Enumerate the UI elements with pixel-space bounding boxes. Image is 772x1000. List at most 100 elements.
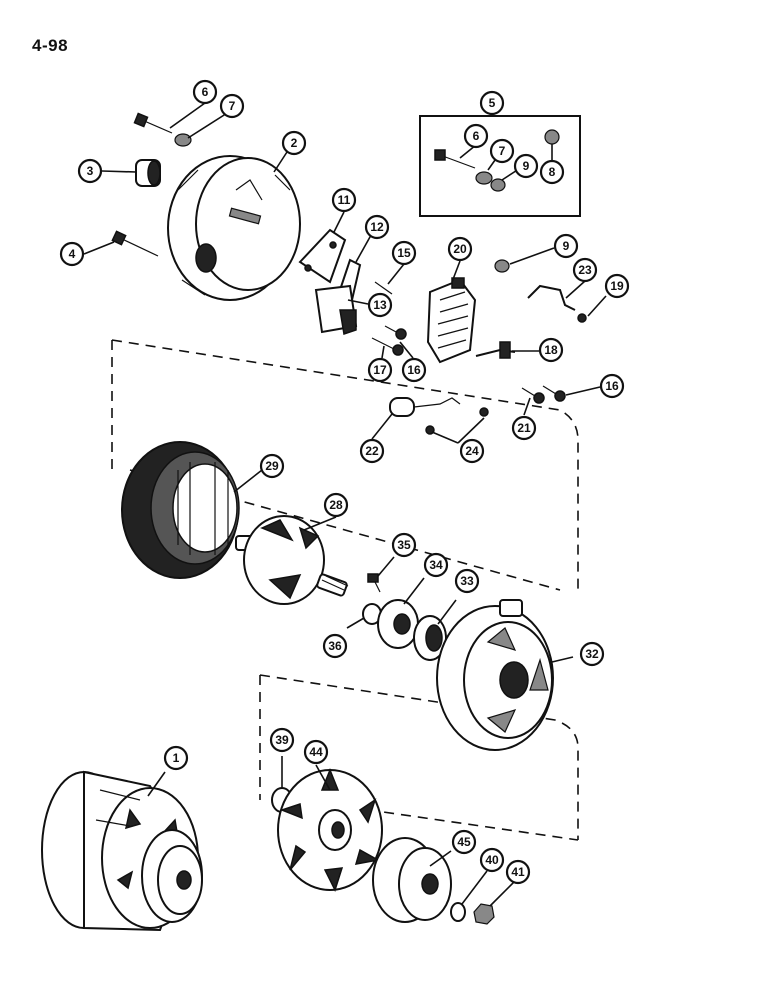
stator-part-29 <box>121 441 240 579</box>
callout-3: 3 <box>77 158 103 184</box>
dashed-group-upper <box>111 339 579 590</box>
kit-bolt-6 <box>434 149 476 169</box>
svg-text:41: 41 <box>511 865 525 879</box>
callout-9-right: 9 <box>553 233 579 259</box>
callout-9-kit: 9 <box>513 153 539 179</box>
callout-34: 34 <box>423 552 449 578</box>
callout-6-top: 6 <box>192 79 218 105</box>
bearing-part-33 <box>413 615 447 661</box>
svg-text:3: 3 <box>87 164 94 178</box>
washer-part-7 <box>174 133 192 147</box>
svg-text:22: 22 <box>365 444 379 458</box>
svg-text:18: 18 <box>544 343 558 357</box>
callout-33: 33 <box>454 568 480 594</box>
svg-text:17: 17 <box>373 363 387 377</box>
rear-housing-part-2 <box>167 155 301 301</box>
svg-text:7: 7 <box>229 99 236 113</box>
svg-text:2: 2 <box>291 136 298 150</box>
svg-text:15: 15 <box>397 246 411 260</box>
screw-part-17 <box>371 337 404 356</box>
callout-22: 22 <box>359 438 385 464</box>
callout-23: 23 <box>572 257 598 283</box>
svg-text:23: 23 <box>578 263 592 277</box>
svg-text:34: 34 <box>429 558 443 572</box>
nut-part-9 <box>494 259 510 273</box>
svg-text:44: 44 <box>309 745 323 759</box>
callout-41: 41 <box>505 859 531 885</box>
svg-text:45: 45 <box>457 835 471 849</box>
svg-text:29: 29 <box>265 459 279 473</box>
callout-4: 4 <box>59 241 85 267</box>
screw-part-15 <box>374 281 393 295</box>
svg-text:16: 16 <box>407 363 421 377</box>
svg-text:16: 16 <box>605 379 619 393</box>
callout-32: 32 <box>579 641 605 667</box>
rotor-part-28 <box>235 515 349 605</box>
pulley-part-45 <box>372 837 452 923</box>
callout-24: 24 <box>459 438 485 464</box>
svg-text:8: 8 <box>549 165 556 179</box>
through-bolt-part-4 <box>111 230 159 257</box>
svg-text:35: 35 <box>397 538 411 552</box>
svg-text:21: 21 <box>517 421 531 435</box>
svg-text:12: 12 <box>370 220 384 234</box>
callout-5: 5 <box>479 90 505 116</box>
callout-17: 17 <box>367 357 393 383</box>
callout-18: 18 <box>538 337 564 363</box>
screw-part-16-upper <box>384 325 407 340</box>
callout-40: 40 <box>479 847 505 873</box>
svg-text:5: 5 <box>489 96 496 110</box>
dashed-group-lower <box>259 674 579 841</box>
brush-holder-part-11 <box>298 228 347 284</box>
bolt-part-6 <box>133 112 173 134</box>
callout-16-upper: 16 <box>401 357 427 383</box>
svg-text:1: 1 <box>173 751 180 765</box>
screw-part-35 <box>367 573 381 593</box>
svg-text:6: 6 <box>202 85 209 99</box>
callout-7-kit: 7 <box>489 138 515 164</box>
kit-washer-7 <box>475 171 493 185</box>
svg-text:33: 33 <box>460 574 474 588</box>
resistor-part-18 <box>475 341 516 359</box>
callout-44: 44 <box>303 739 329 765</box>
kit-box <box>419 115 581 217</box>
callout-12: 12 <box>364 214 390 240</box>
alternator-assembly-part-1 <box>41 770 203 932</box>
nut-part-41 <box>473 903 495 925</box>
callout-36: 36 <box>322 633 348 659</box>
callout-28: 28 <box>323 492 349 518</box>
callout-7-top: 7 <box>219 93 245 119</box>
svg-text:19: 19 <box>610 279 624 293</box>
retainer-plate-part-34 <box>377 599 419 649</box>
svg-text:13: 13 <box>373 298 387 312</box>
fan-part-44 <box>277 767 383 892</box>
svg-text:20: 20 <box>453 242 467 256</box>
svg-text:7: 7 <box>499 144 506 158</box>
callout-16-lower: 16 <box>599 373 625 399</box>
washer-part-40 <box>450 902 466 922</box>
svg-text:40: 40 <box>485 853 499 867</box>
callout-45: 45 <box>451 829 477 855</box>
svg-text:39: 39 <box>275 733 289 747</box>
svg-text:9: 9 <box>563 239 570 253</box>
page-number: 4-98 <box>32 36 69 55</box>
callout-19: 19 <box>604 273 630 299</box>
svg-text:6: 6 <box>473 129 480 143</box>
callout-1: 1 <box>163 745 189 771</box>
callout-6-kit: 6 <box>463 123 489 149</box>
callout-2: 2 <box>281 130 307 156</box>
capacitor-part-22 <box>389 397 461 417</box>
callout-15: 15 <box>391 240 417 266</box>
rectifier-part-20 <box>426 277 477 364</box>
kit-nut-9 <box>490 178 506 192</box>
callout-11: 11 <box>331 187 357 213</box>
callout-8: 8 <box>539 159 565 185</box>
svg-text:36: 36 <box>328 639 342 653</box>
screw-part-16-lower <box>542 385 566 402</box>
callout-39: 39 <box>269 727 295 753</box>
screw-part-24-b <box>479 407 489 417</box>
callout-29: 29 <box>259 453 285 479</box>
bracket-part-23 <box>527 284 576 311</box>
svg-text:11: 11 <box>338 193 351 207</box>
